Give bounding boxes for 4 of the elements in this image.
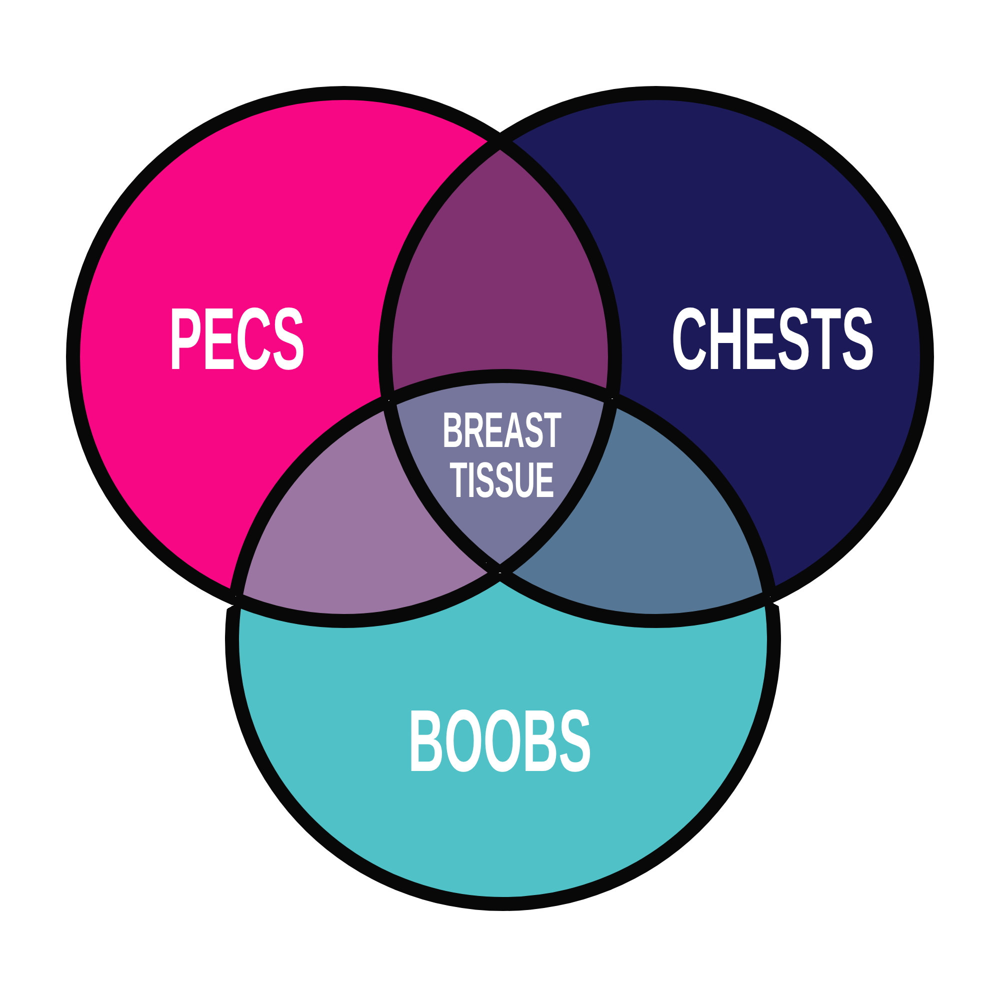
circle-label: PECS xyxy=(168,295,306,383)
circle-label: CHESTS xyxy=(671,295,875,383)
region-label: BREAST TISSUE xyxy=(441,405,563,505)
circle-label: BOOBS xyxy=(408,697,592,785)
